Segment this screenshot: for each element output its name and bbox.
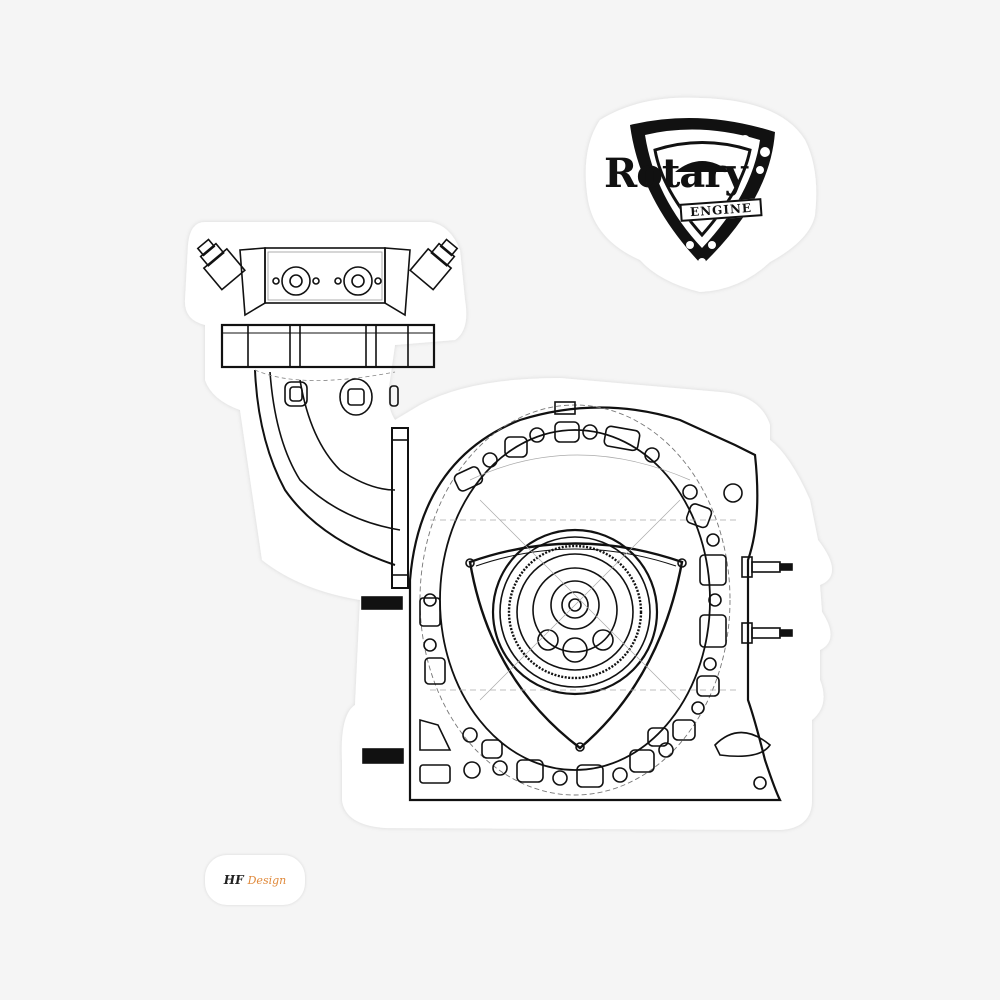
throttle-body	[196, 238, 459, 369]
sticker-outline	[184, 222, 833, 830]
logo-title: Rotary	[604, 150, 748, 197]
background-detail-lines	[430, 454, 740, 701]
watermark-suffix: Design	[247, 873, 287, 887]
hf-design-watermark: HF Design	[205, 855, 305, 905]
rotor	[465, 528, 687, 752]
rotor-housing	[361, 401, 793, 802]
spark-plugs	[741, 556, 793, 644]
intake-manifold	[254, 369, 409, 589]
logo-shield-icon	[630, 117, 775, 266]
watermark-prefix: HF	[223, 873, 244, 887]
